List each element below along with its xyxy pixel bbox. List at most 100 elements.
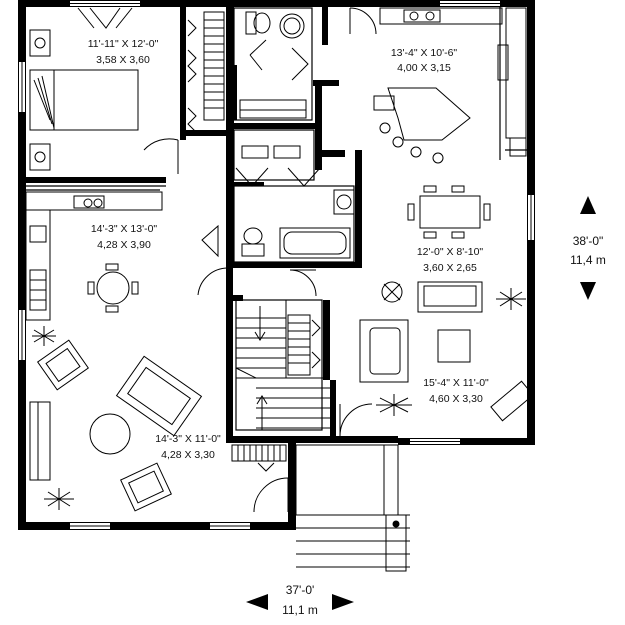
door-bath-upper bbox=[249, 39, 309, 81]
wall-bottom-left bbox=[18, 522, 294, 530]
plant-west-icon bbox=[32, 326, 56, 346]
plant-living-top-icon bbox=[381, 281, 403, 303]
coffee-table-family-icon bbox=[89, 413, 131, 455]
door-bath-lower bbox=[235, 167, 321, 187]
armchair-family-1-icon bbox=[36, 339, 90, 391]
dining-east-furniture bbox=[407, 185, 491, 239]
windows bbox=[18, 0, 535, 530]
wall-bottom-right bbox=[398, 438, 535, 445]
living-label-imperial: 15'-4" X 11'-0" bbox=[423, 377, 489, 389]
room-labels: 11'-11" X 12'-0" 3,58 X 3,60 13'-4" X 10… bbox=[88, 38, 489, 461]
kitchen-counter-top bbox=[379, 7, 503, 25]
width-imperial-label: 37'-0' bbox=[286, 583, 315, 597]
dining-table-east-icon bbox=[407, 185, 491, 239]
wall-bath-bottom bbox=[226, 262, 362, 268]
bedroom-1-label-imperial: 11'-11" X 12'-0" bbox=[88, 38, 159, 50]
sink-upper-icon bbox=[279, 13, 305, 39]
kitchen-dining-label-metric: 4,28 X 3,90 bbox=[97, 239, 151, 251]
kitchen-label-imperial: 13'-4" X 10'-6" bbox=[391, 47, 458, 59]
bedroom-furniture bbox=[29, 29, 139, 171]
armchair-family-2-icon bbox=[120, 462, 172, 512]
wall-bath-top bbox=[234, 123, 316, 129]
window-bedroom-top bbox=[70, 0, 140, 7]
bathtub-icon bbox=[279, 227, 351, 259]
living-furniture bbox=[359, 281, 534, 422]
window-kitchen-top bbox=[440, 0, 500, 7]
door-kitchen-top bbox=[349, 7, 377, 35]
wall-closet-column bbox=[226, 0, 234, 268]
door-bedroom bbox=[143, 138, 179, 174]
dimension-depth: 38'-0" 11,4 m bbox=[570, 196, 606, 300]
wall-bedroom-bottom bbox=[18, 177, 166, 183]
toilet-upper-icon bbox=[245, 11, 271, 35]
kitchen-label-metric: 4,00 X 3,15 bbox=[397, 62, 451, 74]
wall-block-1 bbox=[313, 80, 339, 86]
width-metric-label: 11,1 m bbox=[282, 603, 318, 617]
door-stair bbox=[197, 267, 229, 298]
wall-stair-left bbox=[226, 268, 233, 443]
wall-stair-right-lower bbox=[330, 380, 336, 443]
loveseat-living-icon bbox=[417, 281, 483, 313]
doors bbox=[77, 7, 377, 513]
hamper-icon bbox=[241, 145, 301, 159]
arrow-right-icon bbox=[332, 594, 354, 610]
ottoman-living-icon bbox=[437, 329, 471, 363]
sink-lower-icon bbox=[333, 189, 355, 215]
window-dining-right bbox=[527, 195, 535, 240]
door-closet-top bbox=[77, 7, 133, 29]
closet-entry bbox=[231, 444, 287, 472]
family-label-imperial: 14'-3" X 11'-0" bbox=[155, 433, 221, 445]
window-bedroom-left bbox=[18, 62, 26, 112]
wall-block-2 bbox=[233, 65, 237, 120]
thin-walls bbox=[26, 7, 527, 431]
door-side-bath bbox=[201, 224, 219, 258]
wall-top-right bbox=[232, 0, 534, 7]
porch bbox=[295, 444, 410, 572]
closet-bedroom bbox=[187, 11, 225, 133]
dining-label-metric: 3,60 X 2,65 bbox=[423, 262, 477, 274]
plant-family-icon bbox=[44, 488, 74, 510]
nightstand-bottom-icon bbox=[29, 143, 51, 171]
arrow-down-icon bbox=[580, 282, 596, 300]
plant-living-right-icon bbox=[496, 288, 526, 310]
arrow-up-icon bbox=[580, 196, 596, 214]
dining-label-imperial: 12'-0" X 8'-10" bbox=[417, 246, 484, 258]
kitchen-fixtures bbox=[373, 7, 527, 164]
door-hall bbox=[289, 269, 317, 297]
wall-entry-left bbox=[288, 436, 296, 530]
bedroom-1-label-metric: 3,58 X 3,60 bbox=[96, 54, 150, 66]
wall-stub-kitchen bbox=[322, 0, 328, 45]
toilet-lower-icon bbox=[241, 227, 265, 257]
nightstand-top-icon bbox=[29, 29, 51, 57]
wall-stair-right bbox=[323, 300, 330, 380]
kitchen-dining-label-imperial: 14'-3" X 13'-0" bbox=[91, 223, 158, 235]
arrow-left-icon bbox=[246, 594, 268, 610]
window-living-bottom bbox=[410, 438, 460, 445]
window-family-bottom-2 bbox=[210, 522, 250, 530]
west-kitchen-fixtures bbox=[25, 191, 163, 346]
sofa-living-icon bbox=[359, 319, 409, 383]
wall-stub-1 bbox=[315, 150, 345, 157]
window-family-bottom-1 bbox=[70, 522, 110, 530]
window-family-left bbox=[18, 310, 26, 360]
sofa-family-icon bbox=[115, 355, 203, 437]
depth-imperial-label: 38'-0" bbox=[573, 234, 604, 248]
plant-living-bottom-icon bbox=[376, 394, 412, 416]
dimension-width: 37'-0' 11,1 m bbox=[246, 583, 354, 617]
kitchen-counter-right bbox=[497, 7, 527, 157]
media-unit-icon bbox=[29, 401, 51, 481]
stairs bbox=[235, 300, 330, 430]
door-entry-living bbox=[339, 403, 373, 437]
west-dining-table-icon bbox=[87, 263, 139, 313]
wall-bedroom-right-stub bbox=[186, 130, 226, 136]
depth-metric-label: 11,4 m bbox=[570, 253, 606, 267]
wall-stub-2 bbox=[234, 182, 264, 186]
door-entry-front bbox=[253, 477, 289, 513]
wall-kitchen-left bbox=[315, 80, 322, 170]
closet-hall bbox=[287, 314, 321, 376]
interior-walls bbox=[18, 0, 362, 443]
kitchen-island-icon bbox=[373, 87, 471, 164]
wall-bottom-mid bbox=[230, 436, 398, 443]
bed-icon bbox=[29, 69, 139, 131]
